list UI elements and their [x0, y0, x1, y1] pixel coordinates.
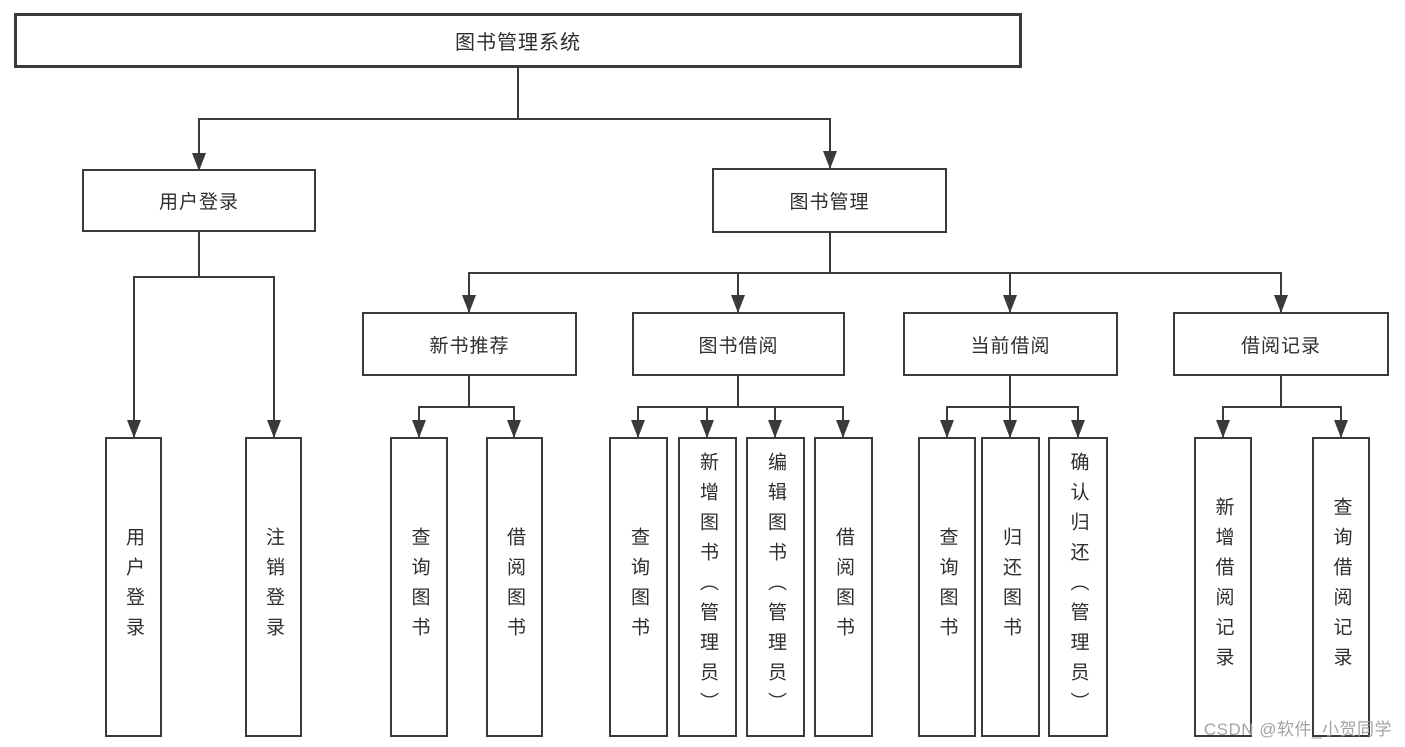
node-borrow-record: 借阅记录 [1173, 312, 1389, 376]
connector-line [1222, 406, 1342, 408]
leaf-logout-label: 注销登录 [263, 527, 284, 647]
arrow-down-connector [731, 272, 745, 313]
leaf-user-login: 用户登录 [105, 437, 162, 737]
csdn-watermark: CSDN @软件_小贺同学 [1203, 720, 1392, 739]
leaf-br-add-record-label: 新增借阅记录 [1212, 497, 1234, 677]
connector-line [946, 406, 1079, 408]
arrow-down-connector [462, 272, 476, 313]
arrow-down-connector [1003, 406, 1017, 438]
arrow-down-connector [1334, 406, 1348, 438]
arrow-down-connector [192, 118, 206, 171]
leaf-bb-query-book: 查询图书 [609, 437, 668, 737]
connector-line [198, 118, 831, 120]
leaf-cb-return-book: 归还图书 [981, 437, 1040, 737]
node-book-management: 图书管理 [712, 168, 947, 233]
leaf-cb-query-book: 查询图书 [918, 437, 976, 737]
connector-line [1009, 376, 1011, 408]
node-new-book-recommend-label: 新书推荐 [429, 335, 510, 357]
leaf-nbr-borrow-book-label: 借阅图书 [504, 527, 525, 647]
leaf-user-login-label: 用户登录 [123, 527, 144, 647]
leaf-bb-add-book-admin: 新增图书（管理员） [678, 437, 737, 737]
leaf-nbr-query-book: 查询图书 [390, 437, 448, 737]
leaf-cb-confirm-return-admin-label: 确认归还（管理员） [1067, 452, 1089, 722]
node-user-login-label: 用户登录 [158, 192, 239, 213]
node-root-label: 图书管理系统 [455, 32, 581, 54]
leaf-nbr-borrow-book: 借阅图书 [486, 437, 543, 737]
node-current-borrow: 当前借阅 [903, 312, 1118, 376]
leaf-bb-edit-book-admin-label: 编辑图书（管理员） [765, 452, 786, 722]
connector-line [133, 276, 275, 278]
leaf-br-query-record: 查询借阅记录 [1312, 437, 1370, 737]
node-current-borrow-label: 当前借阅 [970, 335, 1051, 357]
leaf-br-add-record: 新增借阅记录 [1194, 437, 1252, 737]
node-user-login: 用户登录 [82, 169, 316, 232]
leaf-bb-borrow-book-label: 借阅图书 [833, 527, 854, 647]
connector-line [737, 376, 739, 408]
node-book-management-label: 图书管理 [789, 192, 870, 213]
arrow-down-connector [127, 276, 141, 438]
connector-line [637, 406, 844, 408]
leaf-cb-confirm-return-admin: 确认归还（管理员） [1048, 437, 1108, 737]
connector-line [468, 272, 1282, 274]
arrow-down-connector [1003, 272, 1017, 313]
leaf-nbr-query-book-label: 查询图书 [408, 527, 430, 647]
connector-line [517, 68, 519, 118]
connector-line [418, 406, 515, 408]
arrow-down-connector [507, 406, 521, 438]
leaf-cb-return-book-label: 归还图书 [1000, 527, 1021, 647]
leaf-cb-query-book-label: 查询图书 [936, 527, 958, 647]
connector-line [829, 233, 831, 274]
node-root: 图书管理系统 [14, 13, 1022, 68]
connector-line [468, 376, 470, 408]
arrow-down-connector [700, 406, 714, 438]
leaf-logout: 注销登录 [245, 437, 302, 737]
node-new-book-recommend: 新书推荐 [362, 312, 577, 376]
arrow-down-connector [1071, 406, 1085, 438]
arrow-down-connector [940, 406, 954, 438]
arrow-down-connector [267, 276, 281, 438]
arrow-down-connector [836, 406, 850, 438]
node-book-borrow-label: 图书借阅 [698, 335, 779, 357]
arrow-down-connector [823, 118, 837, 169]
leaf-bb-edit-book-admin: 编辑图书（管理员） [746, 437, 805, 737]
leaf-bb-add-book-admin-label: 新增图书（管理员） [697, 452, 718, 722]
leaf-bb-query-book-label: 查询图书 [628, 527, 649, 647]
arrow-down-connector [768, 406, 782, 438]
connector-line [1280, 376, 1282, 408]
arrow-down-connector [412, 406, 426, 438]
leaf-br-query-record-label: 查询借阅记录 [1330, 497, 1352, 677]
node-borrow-record-label: 借阅记录 [1240, 335, 1321, 357]
arrow-down-connector [1274, 272, 1288, 313]
arrow-down-connector [1216, 406, 1230, 438]
leaf-bb-borrow-book: 借阅图书 [814, 437, 873, 737]
arrow-down-connector [631, 406, 645, 438]
node-book-borrow: 图书借阅 [632, 312, 845, 376]
connector-line [198, 232, 200, 277]
